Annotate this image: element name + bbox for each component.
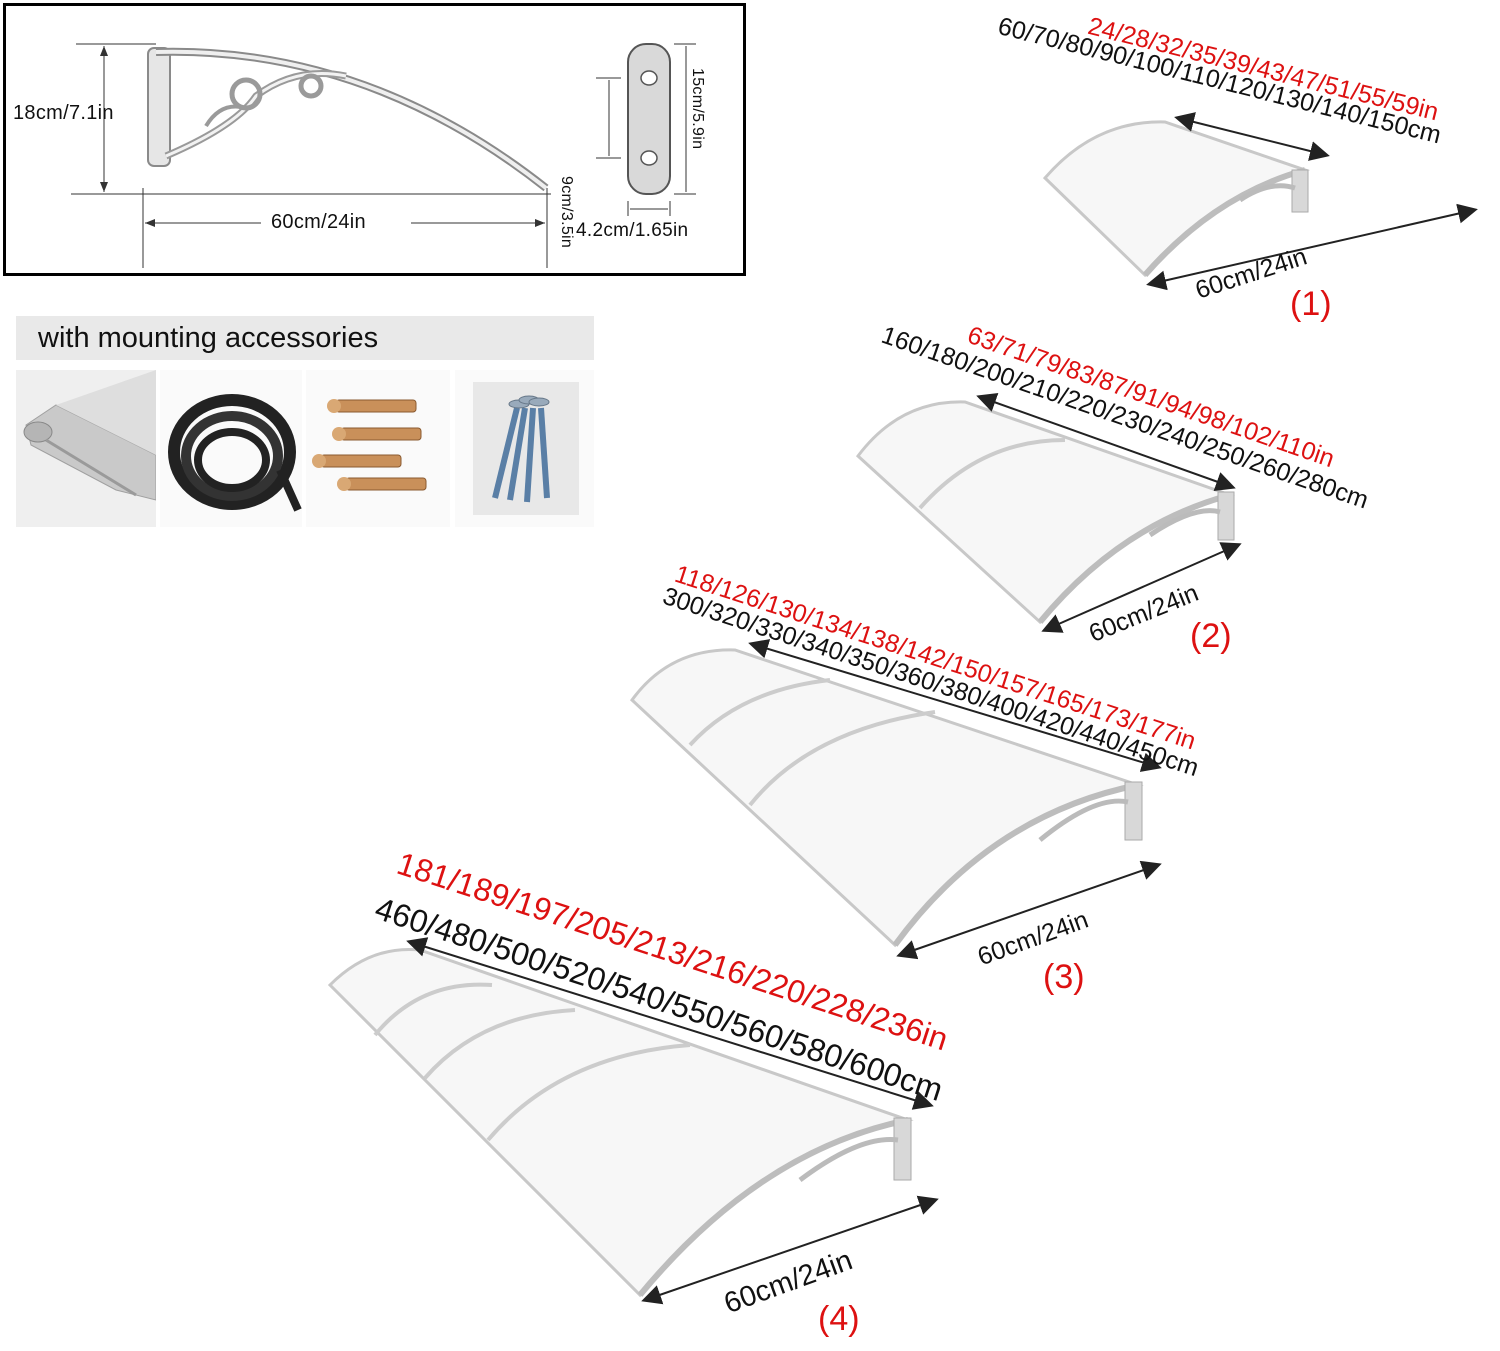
rubber-seal-image (160, 370, 302, 527)
awning-model-1 (1042, 112, 1478, 291)
awning-model-4 (327, 937, 939, 1305)
plate-width-label: 4.2cm/1.65in (576, 220, 689, 241)
model-1-number: (1) (1290, 285, 1332, 323)
aluminum-rail-image (16, 370, 156, 527)
length-label: 60cm/24in (271, 211, 366, 233)
height-label: 18cm/7.1in (13, 102, 114, 124)
accessories-banner: with mounting accessories (16, 316, 594, 360)
awning-model-3 (630, 639, 1162, 960)
expansion-bolts-image (306, 370, 450, 527)
bracket-drawing (71, 43, 696, 268)
bracket-dimension-diagram: 18cm/7.1in 60cm/24in 9cm/3.5in 15cm/5.9i… (3, 3, 746, 276)
model-3-number: (3) (1043, 958, 1085, 996)
model-2-number: (2) (1190, 617, 1232, 655)
screws-image (455, 370, 594, 527)
awning-model-2 (855, 392, 1242, 633)
model-4-number: (4) (818, 1300, 860, 1338)
